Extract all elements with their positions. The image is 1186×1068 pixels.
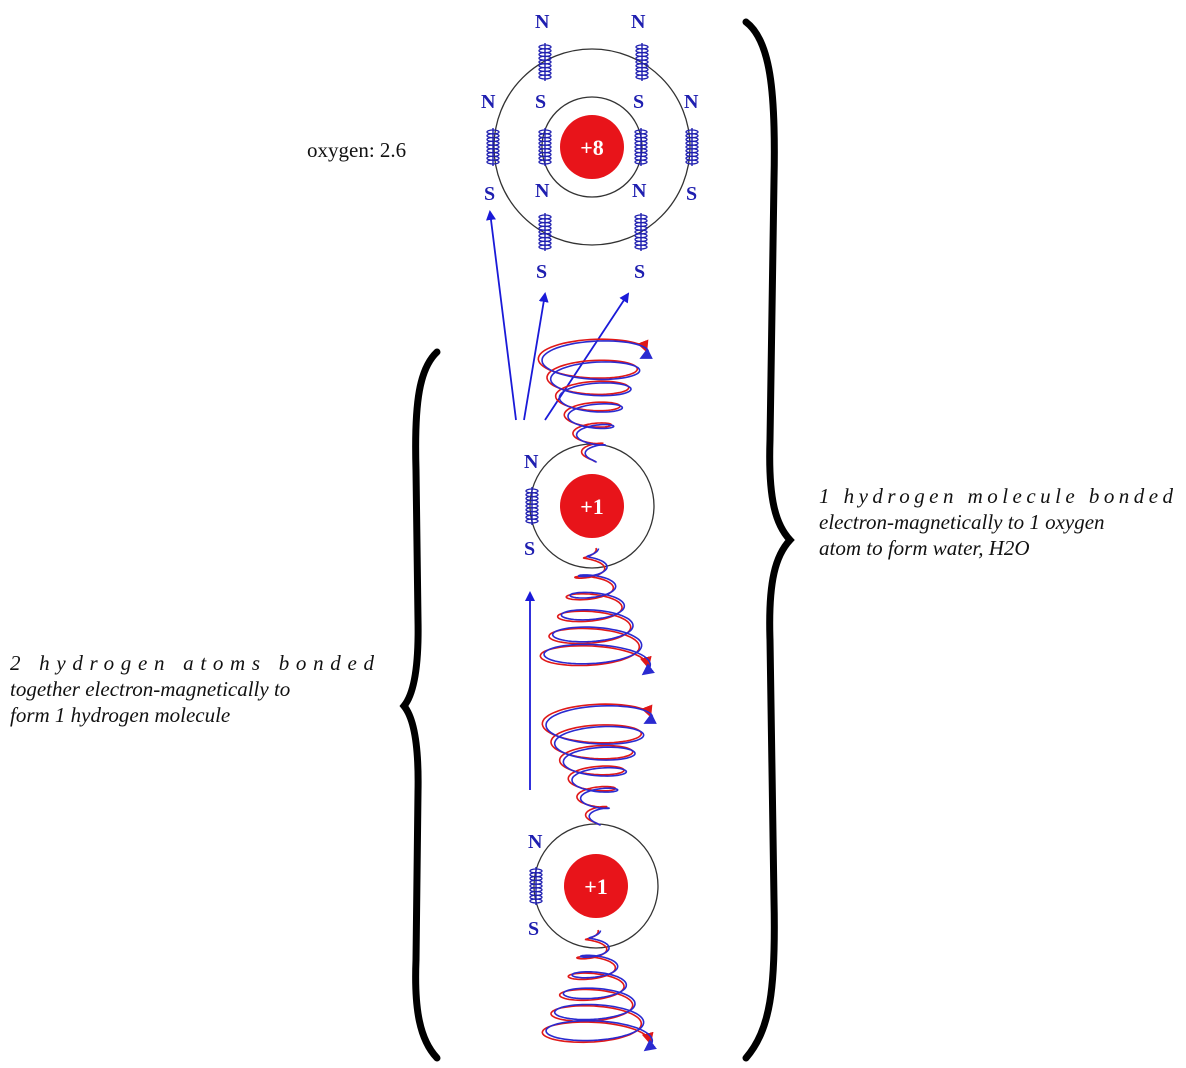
oxygen-pole-outer-right-s: S xyxy=(686,183,697,205)
hydrogen-lower-electron-coil xyxy=(530,867,542,905)
oxygen-pole-inner-left-n: N xyxy=(535,180,550,202)
water-brace xyxy=(746,22,790,1058)
hydrogen-lower-coil xyxy=(530,867,542,905)
oxygen-coil-inner-right xyxy=(635,128,647,166)
oxygen-coil-inner-left xyxy=(539,128,551,166)
oxygen-coil-bottom-right xyxy=(635,213,647,251)
bond-arrow-1 xyxy=(490,212,516,420)
hydrogen-upper-electron-coil xyxy=(526,487,538,525)
hydrogen-atom-lower: +1 N S xyxy=(528,824,658,948)
hydrogen-lower-pole-s: S xyxy=(528,918,539,940)
oxygen-nucleus-charge: +8 xyxy=(580,135,604,160)
bond-arrow-2 xyxy=(524,294,545,420)
oxygen-coil-bottom-left xyxy=(539,213,551,251)
oxygen-pole-bottom-right-s: S xyxy=(634,261,645,283)
oxygen-coil-outer-right xyxy=(686,128,698,166)
oxygen-pole-bottom-left-s: S xyxy=(536,261,547,283)
oxygen-pole-outer-left-n: N xyxy=(481,91,496,113)
hydrogen-atom-upper: +1 N S xyxy=(524,444,654,568)
oxygen-pole-inner-right-n: N xyxy=(632,180,647,202)
molecule-caption-line-3: form 1 hydrogen molecule xyxy=(10,703,230,727)
spiral-red-lower-bottom xyxy=(542,930,650,1042)
oxygen-label: oxygen: 2.6 xyxy=(307,138,406,162)
hydrogen-upper-pole-n: N xyxy=(524,451,539,473)
water-caption: 1 hydrogen molecule bonded electron-magn… xyxy=(819,484,1174,560)
water-caption-line-1: 1 hydrogen molecule bonded xyxy=(819,484,1174,508)
oxygen-coil-top-right xyxy=(636,43,648,81)
hydrogen-upper-nucleus-charge: +1 xyxy=(580,494,604,519)
oxygen-pole-top-right-n: N xyxy=(631,11,646,33)
hydrogen-upper-coil xyxy=(526,487,538,525)
oxygen-coil-outer-left xyxy=(487,128,499,166)
molecule-caption-line-2: together electron-magnetically to xyxy=(10,677,290,701)
oxygen-coil-top-left xyxy=(539,43,551,81)
oxygen-pole-outer-right-n: N xyxy=(684,91,699,113)
water-caption-line-2: electron-magnetically to 1 oxygen xyxy=(819,510,1105,534)
water-caption-line-3: atom to form water, H2O xyxy=(819,536,1030,560)
molecule-caption-line-1: 2 hydrogen atoms bonded xyxy=(10,651,375,675)
oxygen-pole-top-left-n: N xyxy=(535,11,550,33)
molecule-brace xyxy=(404,352,437,1058)
oxygen-pole-outer-left-s: S xyxy=(484,183,495,205)
hydrogen-upper-pole-s: S xyxy=(524,538,535,560)
oxygen-atom: +8 N N S S N N N N S S S S xyxy=(481,11,699,283)
spiral-red-upper-bottom xyxy=(540,548,648,666)
oxygen-pole-inner-right-s: S xyxy=(633,91,644,113)
molecule-caption: 2 hydrogen atoms bonded together electro… xyxy=(10,651,375,727)
electron-spirals xyxy=(538,339,652,1049)
hydrogen-lower-nucleus-charge: +1 xyxy=(584,874,608,899)
oxygen-pole-inner-left-s: S xyxy=(535,91,546,113)
hydrogen-lower-pole-n: N xyxy=(528,831,543,853)
